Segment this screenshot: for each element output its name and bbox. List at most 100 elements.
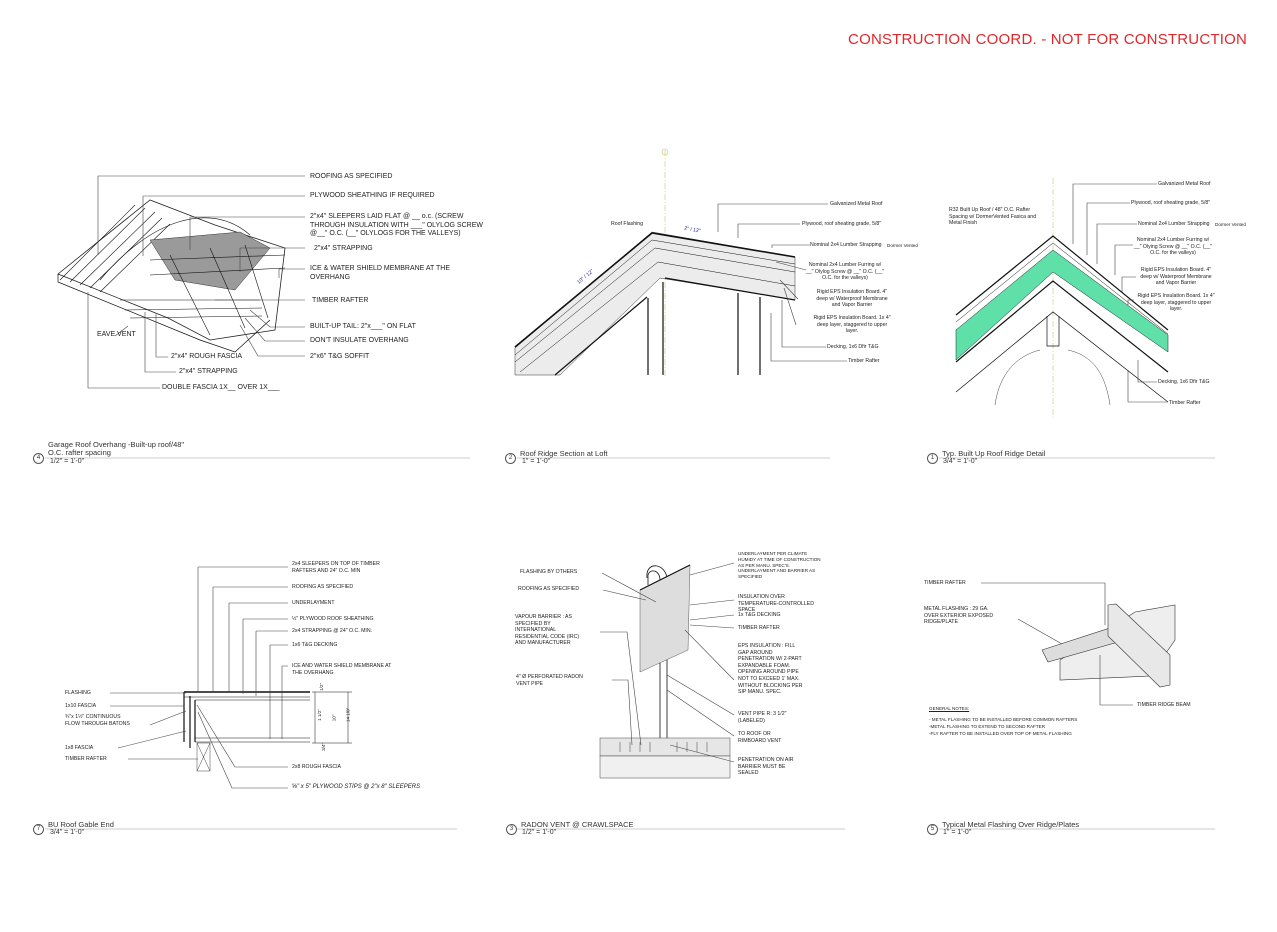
label-strapping: 2x4 STRAPPING @ 24" O.C. MIN. (292, 628, 373, 634)
label-plywood-sheathing: ½" PLYWOOD ROOF SHEATHING (292, 616, 374, 622)
general-notes-heading: GENERAL NOTES: (929, 706, 970, 711)
label-vent-pipe: VENT PIPE R: 3 1/2" (LABELED) (738, 711, 787, 724)
label-strapping: Nominal 2x4 Lumber Strapping (810, 242, 882, 248)
label-timber-rafter: Timber Rafter (1169, 400, 1201, 406)
detail-scale: 1/2" = 1'-0" (522, 829, 557, 836)
label-galvanized-roof: Galvanized Metal Roof (830, 201, 883, 207)
label-batons: ¾"x 1½" CONTINUOUS FLOW THROUGH BATONS (65, 714, 130, 727)
label-furring: Nominal 2x4 Lumber Furring w/ __" Olying… (1133, 237, 1213, 257)
detail-5-drawing (981, 582, 1176, 706)
label-strapping: Nominal 2x4 Lumber Strapping (1138, 221, 1210, 227)
label-sleepers: 2"x4" SLEEPERS LAID FLAT @ __ o.c. (SCRE… (310, 213, 483, 237)
detail-title: RADON VENT @ CRAWLSPACE (521, 820, 634, 829)
label-sleepers: 2x4 SLEEPERS ON TOP OF TIMBER RAFTERS AN… (292, 561, 380, 574)
dim-10: 10" (331, 714, 337, 722)
label-eave-vent: EAVE VENT (97, 331, 136, 338)
detail-title: Typical Metal Flashing Over Ridge/Plates (942, 820, 1080, 829)
detail-title: Typ. Built Up Roof Ridge Detail (942, 449, 1046, 458)
label-double-fascia: DOUBLE FASCIA 1X__ OVER 1X___ (162, 384, 280, 391)
label-timber-rafter: TIMBER RAFTER (312, 297, 369, 304)
label-soffit: 2"x6" T&G SOFFIT (310, 353, 370, 360)
label-plywood: Plywood, roof sheating grade, 5/8" (802, 221, 882, 227)
label-plywood-sheathing: PLYWOOD SHEATHING IF REQUIRED (310, 192, 435, 199)
label-eps-1x4: Rigid EPS Insulation Board. 1x 4" deep l… (813, 315, 891, 335)
label-timber-rafter: Timber Rafter (848, 358, 880, 364)
detail-2-drawing (514, 148, 847, 378)
detail-scale: 1/2" = 1'-0" (50, 458, 85, 465)
timber-rafter (1107, 603, 1171, 688)
label-roof-flashing: Roof Flashing (611, 221, 644, 227)
label-plywood-strips: ⅝" x 5" PLYWOOD STIPS @ 2"x 8" SLEEPERS (292, 784, 421, 790)
label-underlayment: UNDERLAYMENT PER CLIMATE HUMIDY AT TIME … (738, 551, 821, 580)
detail-scale: 3/4" = 1'-0" (50, 829, 85, 836)
label-1x8-fascia: 1x8 FASCIA (65, 745, 94, 751)
detail-4-drawing (57, 175, 305, 389)
dim-1-half: 1 1/2" (317, 708, 323, 721)
label-vapour-barrier: VAPOUR BARRIER : AS SPECIFIED BY INTERNA… (515, 614, 580, 647)
roof-assembly (639, 564, 691, 673)
label-ice-water-shield: ICE & WATER SHIELD MEMBRANE AT THE OVERH… (310, 265, 451, 281)
detail-1-drawing (955, 178, 1169, 418)
label-built-up-tail: BUILT-UP TAIL: 2"x___" ON FLAT (310, 323, 416, 330)
label-dont-insulate: DON'T INSULATE OVERHANG (310, 337, 409, 344)
label-plywood: Plywood, roof sheating grade, 5/8" (1131, 200, 1211, 206)
general-note: - METAL FLASHING TO BE INSTALLED BEFORE … (929, 717, 1078, 722)
label-r32-note: R32 Built Up Roof / 48" O.C. Rafter Spac… (949, 207, 1037, 227)
insulation-band (955, 249, 1169, 361)
label-roofing: ROOFING AS SPECIFIED (518, 586, 580, 592)
label-rough-fascia: 2"x4" ROUGH FASCIA (171, 353, 243, 360)
detail-title-lines (45, 457, 1215, 830)
label-metal-flashing: METAL FLASHING : 29 GA. OVER EXTERIOR EX… (924, 606, 994, 626)
label-rough-fascia: 2x8 ROUGH FASCIA (292, 764, 342, 770)
label-to-roof: TO ROOF OR RIMBOARD VENT (738, 731, 782, 744)
label-strapping-2: 2"x4" STRAPPING (179, 368, 238, 375)
label-roofing: ROOFING AS SPECIFIED (292, 584, 354, 590)
label-strapping: 2"x4" STRAPPING (314, 245, 373, 252)
detail-7-drawing (110, 566, 352, 789)
label-ice-water-shield: ICE AND WATER SHIELD MEMBRANE AT THE OVE… (292, 663, 392, 676)
label-underlayment: UNDERLAYMENT (292, 600, 335, 606)
general-note: -FLY RAFTER TO BE INSTALLED OVER TOP OF … (929, 731, 1072, 736)
label-eps-4in: Rigid EPS Insulation Board. 4" deep w/ W… (1140, 267, 1212, 287)
label-roofing: ROOFING AS SPECIFIED (310, 173, 393, 180)
label-ridge-beam: TIMBER RIDGE BEAM (1137, 702, 1191, 708)
label-eps-insulation: EPS INSULATION : FILL GAP AROUND PENETRA… (738, 643, 803, 696)
ridge-layers (514, 231, 796, 376)
detail-3-drawing (599, 562, 735, 779)
detail-number: 7 (33, 824, 44, 835)
label-timber-rafter: TIMBER RAFTER (738, 625, 780, 631)
detail-scale: 1" = 1'-0" (943, 829, 972, 836)
detail-number: 4 (33, 453, 44, 464)
detail-scale: 3/4" = 1'-0" (943, 458, 978, 465)
label-eps-4in: Rigid EPS Insulation Board. 4" deep w/ W… (816, 289, 888, 309)
label-dormer-vented: Dormer Vented (887, 243, 918, 248)
dim-three-quarter: 3/4" (321, 742, 327, 751)
detail-title: Garage Roof Overhang -Built-up roof/48" … (48, 440, 185, 457)
label-penetration: PENETRATION ON AIR BARRIER MUST BE SEALE… (738, 757, 794, 777)
label-dormer-vented: Dormer Vented (1215, 222, 1246, 227)
label-1x10-fascia: 1x10 FASCIA (65, 703, 97, 709)
detail-number: 1 (927, 453, 938, 464)
label-radon-pipe: 4" Ø PERFORATED RADON VENT PIPE (516, 674, 583, 687)
label-insulation: INSULATION OVER TEMPERATURE-CONTROLLED S… (738, 594, 814, 614)
label-eps-1x4: Rigid EPS Insulation Board. 1x 4" deep l… (1137, 293, 1215, 313)
label-furring: Nominal 2x4 Lumber Furring w/ __" Olylog… (805, 262, 885, 282)
detail-number: 3 (506, 824, 517, 835)
dim-half-inch: 1/2" (319, 682, 325, 691)
detail-title: BU Roof Gable End (48, 820, 114, 829)
label-decking: Decking, 1x6 Dfir T&G (827, 344, 879, 350)
label-flashing-by-others: FLASHING BY OTHERS (520, 569, 578, 575)
not-for-construction-stamp: CONSTRUCTION COORD. - NOT FOR CONSTRUCTI… (848, 31, 1247, 48)
general-note: -METAL FLASHING TO EXTEND TO SECOND RAFT… (929, 724, 1046, 729)
label-timber-rafter: TIMBER RAFTER (924, 580, 966, 586)
label-galvanized-roof: Galvanized Metal Roof (1158, 181, 1211, 187)
detail-number: 5 (927, 824, 938, 835)
dim-14-1-8: 14 1/8" (345, 707, 351, 723)
detail-title: Roof Ridge Section at Loft (520, 449, 608, 458)
label-decking: Decking, 1x6 Dfir T&G (1158, 379, 1210, 385)
label-flashing: FLASHING (65, 690, 91, 696)
label-decking: 1x T&G DECKING (738, 612, 781, 618)
detail-number: 2 (505, 453, 516, 464)
